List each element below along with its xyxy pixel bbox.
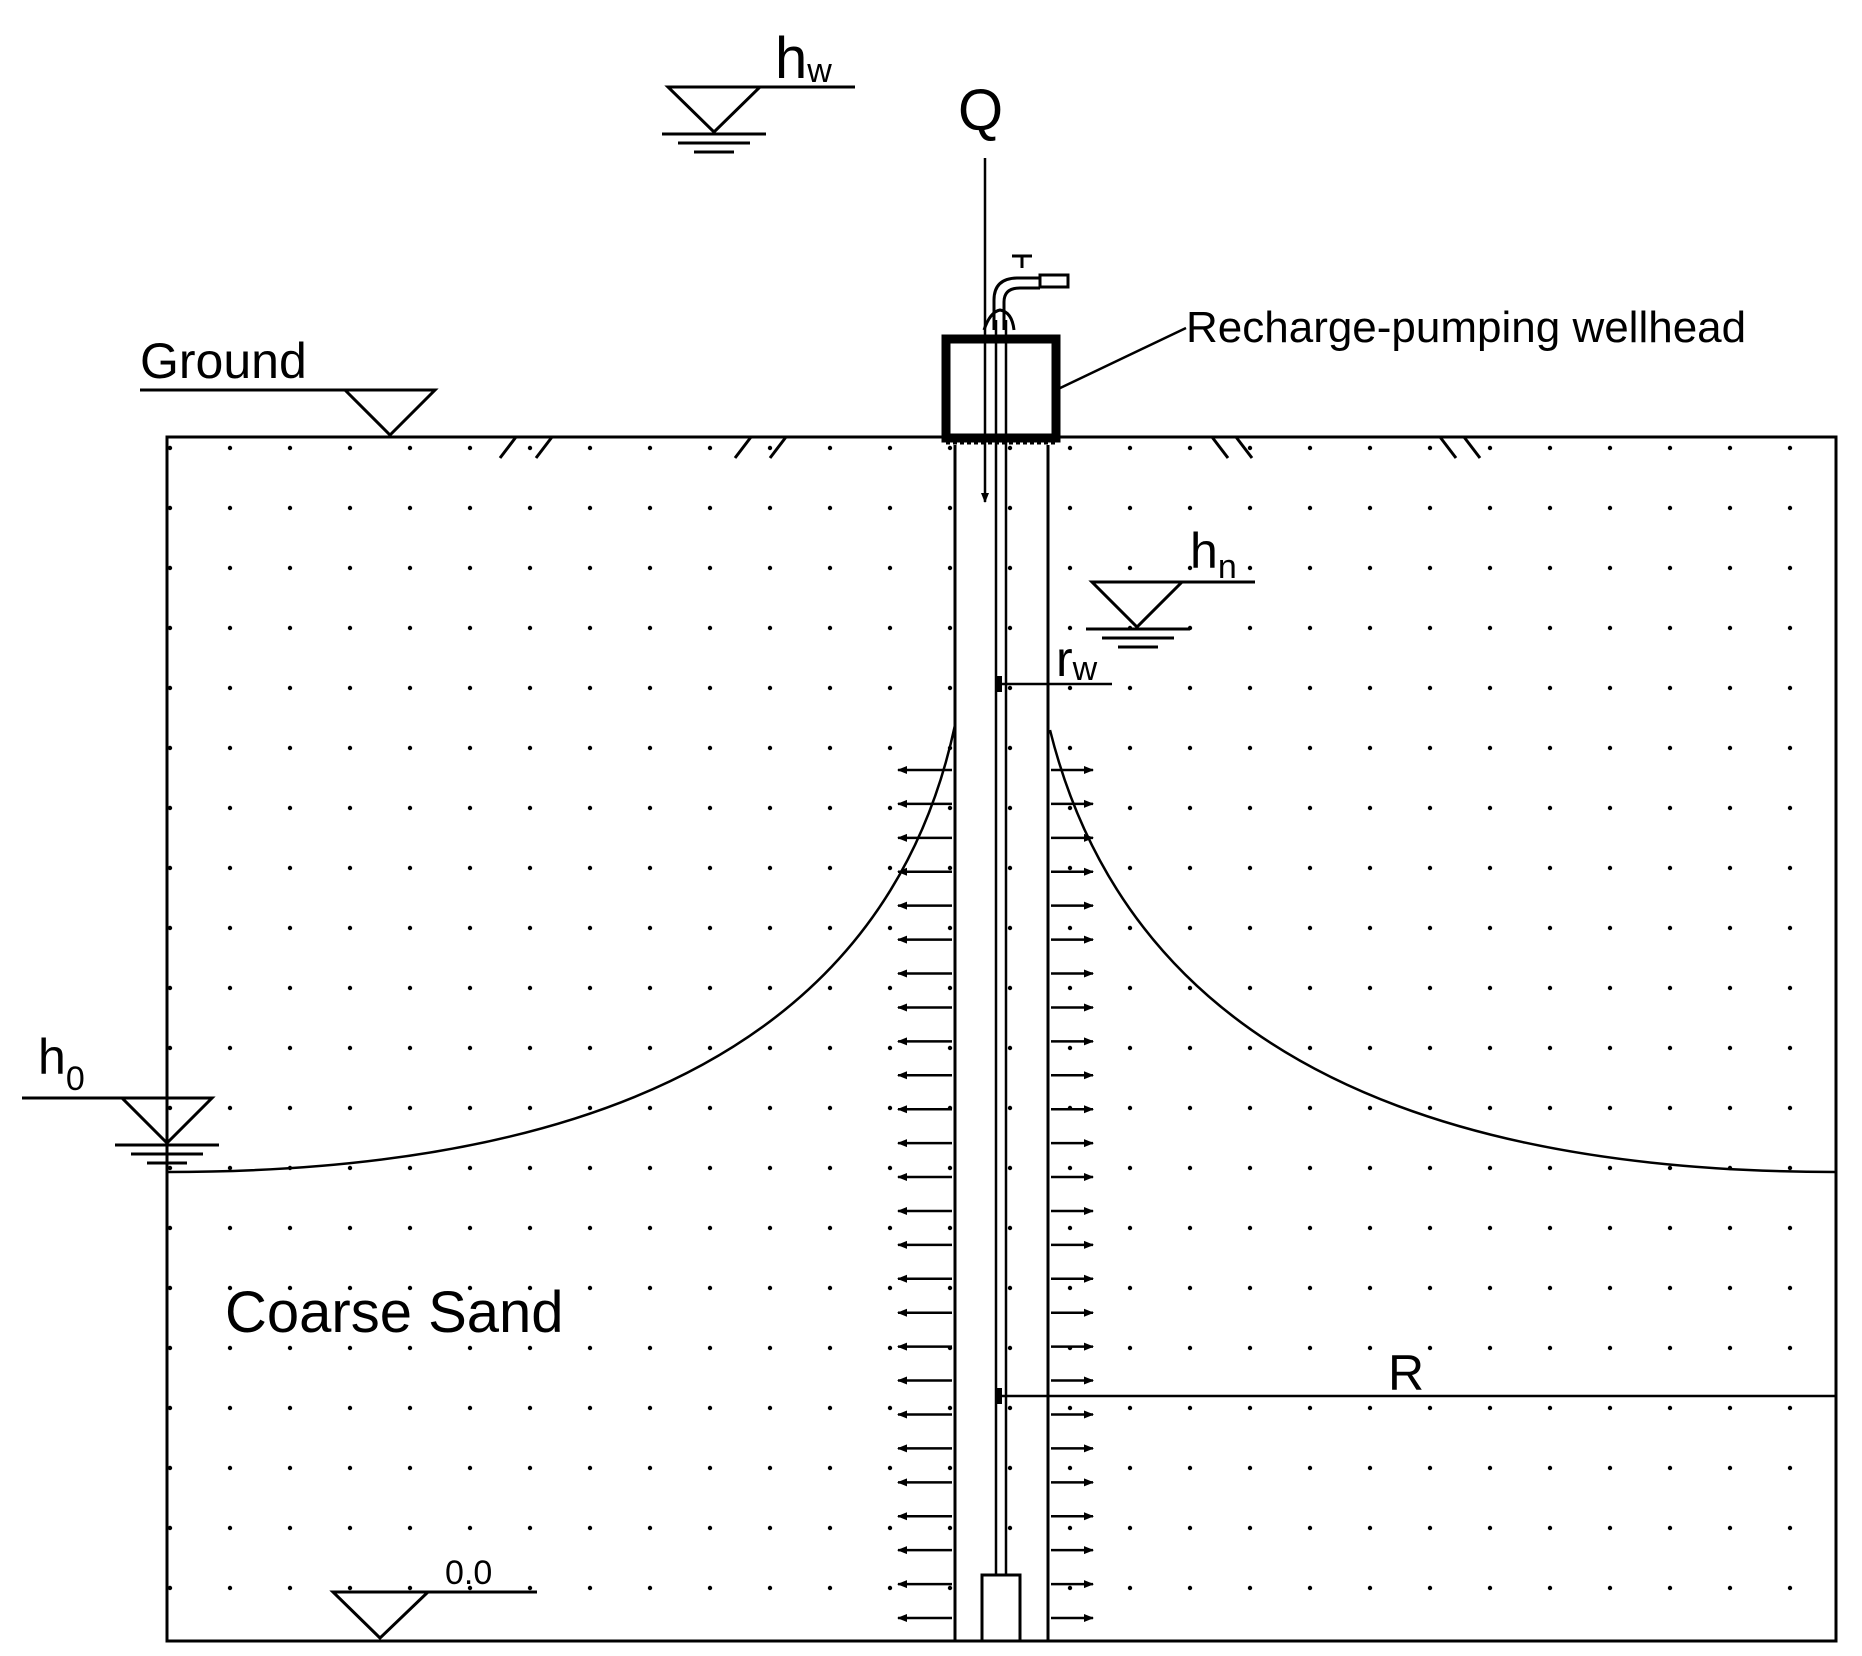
ground-label: Ground	[140, 333, 307, 389]
r-label: R	[1388, 1345, 1424, 1401]
datum-level-symbol	[329, 1590, 537, 1641]
soil-fill	[167, 437, 1836, 1641]
faucet-icon	[982, 254, 1070, 331]
well-casing	[953, 445, 1050, 1641]
wellhead-leader-line	[1055, 326, 1187, 392]
q-label: Q	[958, 78, 1003, 143]
ground-hatches	[498, 436, 1482, 459]
discharge-arrows-right	[1051, 766, 1094, 1622]
inner-pipe	[994, 320, 1008, 1575]
h0-label: h0	[38, 1029, 85, 1098]
pump	[980, 1573, 1022, 1643]
water-table-curve-right	[1048, 729, 1837, 1174]
hn-label: hn	[1190, 523, 1237, 586]
wellhead-label: Recharge-pumping wellhead	[1186, 303, 1746, 352]
h0-level-symbol	[22, 1096, 219, 1165]
hw-label: hw	[775, 26, 832, 91]
r-dimension	[995, 1388, 1836, 1404]
soil-type-label: Coarse Sand	[225, 1280, 564, 1345]
hn-level-symbol	[1086, 580, 1255, 649]
water-table-curve-left	[166, 724, 957, 1174]
ground-level-symbol	[140, 388, 439, 438]
wellhead-box	[941, 334, 1061, 443]
discharge-arrows-left	[897, 766, 952, 1622]
rw-dimension	[995, 676, 1112, 692]
datum-label: 0.0	[445, 1554, 492, 1592]
rw-label: rw	[1056, 631, 1098, 688]
hw-level-symbol	[662, 85, 855, 154]
